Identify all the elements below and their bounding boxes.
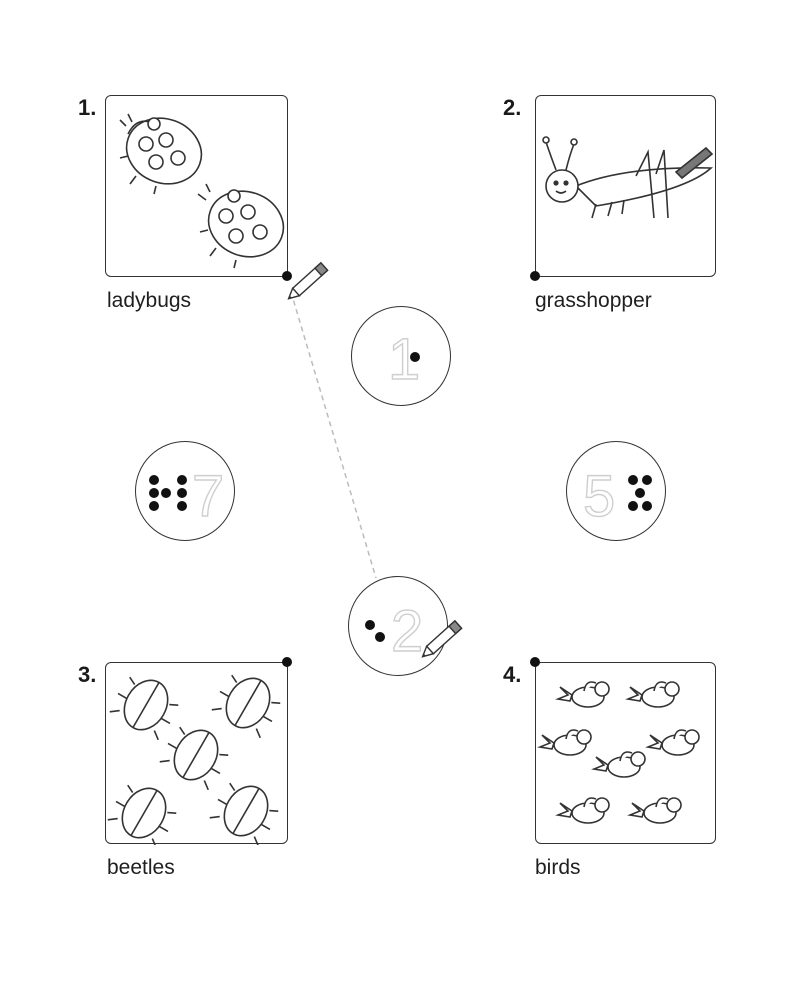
- number-circle-1-graphic: 1: [387, 326, 421, 392]
- pencil-icon: [287, 261, 329, 300]
- connector-dot[interactable]: [282, 271, 292, 281]
- number-circle-7[interactable]: 7: [135, 441, 235, 541]
- item-number: 1.: [78, 95, 97, 120]
- number-circle-5[interactable]: 5: [566, 441, 666, 541]
- item-number: 2.: [503, 95, 522, 120]
- grasshopper-picture-card[interactable]: [535, 95, 716, 277]
- birds-label: birds: [535, 856, 581, 879]
- numeral-7: 7: [192, 464, 224, 529]
- ladybugs-label: ladybugs: [107, 289, 192, 312]
- connector-dot[interactable]: [282, 657, 292, 667]
- beetles-label: beetles: [107, 856, 175, 879]
- birds-picture-card[interactable]: [535, 662, 716, 844]
- item-number: 3.: [78, 662, 97, 687]
- grasshopper-icon: [542, 136, 714, 219]
- connector-dot[interactable]: [530, 657, 540, 667]
- beetles-picture-card[interactable]: [105, 662, 288, 845]
- number-circle-1[interactable]: 1: [351, 306, 451, 406]
- grasshopper-label: grasshopper: [535, 289, 652, 312]
- item-number: 4.: [503, 662, 522, 687]
- number-circle-2-graphic: 2: [365, 598, 424, 665]
- numeral-5: 5: [583, 464, 615, 529]
- number-circle-7-graphic: 7: [149, 463, 225, 530]
- bird-icon: [537, 681, 700, 824]
- number-circle-2[interactable]: 2: [348, 576, 448, 676]
- connector-dot[interactable]: [530, 271, 540, 281]
- beetle-icon: [107, 674, 281, 845]
- ladybug-icon: [119, 113, 285, 269]
- number-circle-5-graphic: 5: [582, 463, 652, 530]
- ladybugs-picture-card[interactable]: [105, 95, 288, 277]
- numeral-2: 2: [391, 599, 423, 664]
